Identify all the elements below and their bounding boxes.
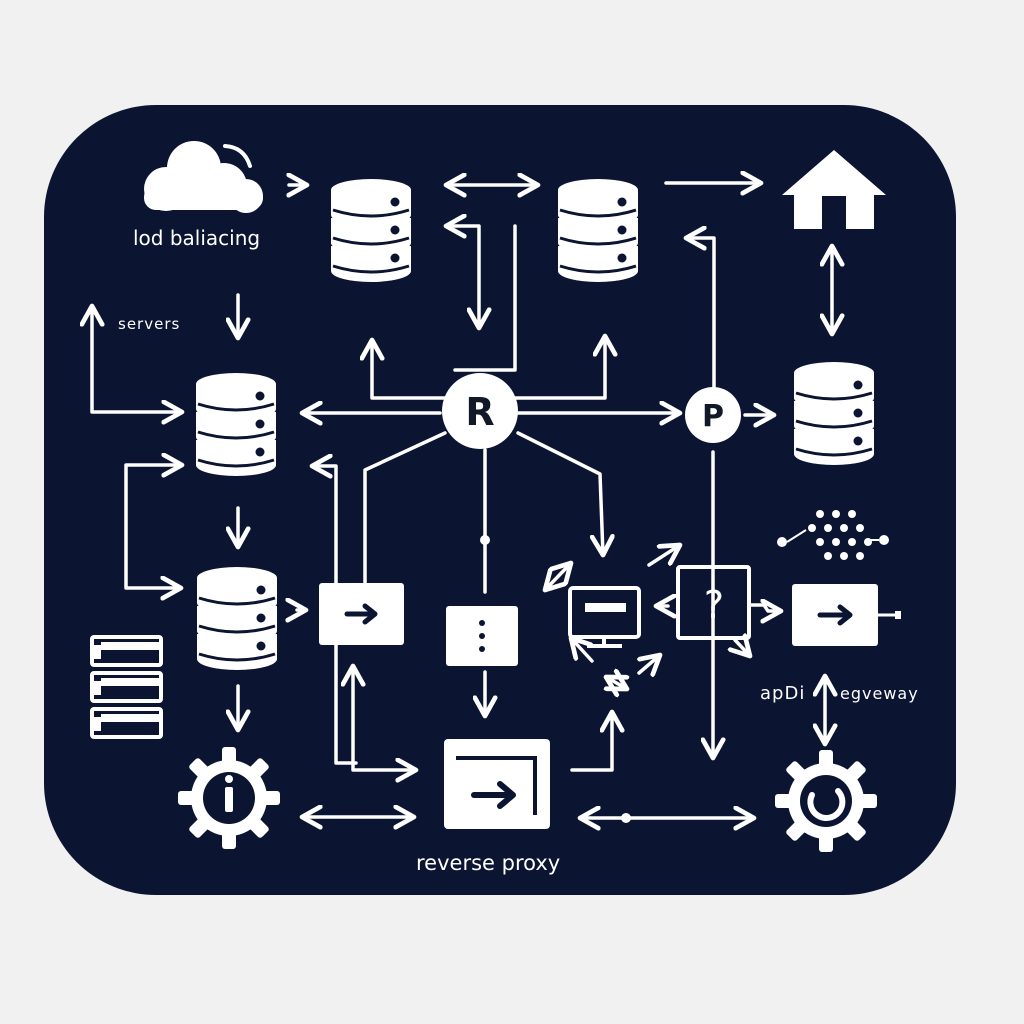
connector-dots xyxy=(480,535,631,823)
refresh-gear-icon xyxy=(775,750,877,852)
proxy-p-label: P xyxy=(702,399,724,434)
house-icon xyxy=(782,150,886,229)
api-label: apDi xyxy=(760,683,805,704)
diagram-connectors xyxy=(92,183,832,818)
gateway-label: egveway xyxy=(840,684,919,703)
database-top-left-icon xyxy=(329,177,413,284)
router-r-label: R xyxy=(465,390,494,434)
reverse-proxy-label: reverse proxy xyxy=(416,851,560,875)
proxy-p-node xyxy=(685,387,741,443)
database-top-middle-icon xyxy=(556,177,640,284)
dark-panel xyxy=(44,105,956,895)
dot-cluster-icon xyxy=(777,510,889,560)
database-right-icon xyxy=(792,360,876,467)
server-rack-icon xyxy=(90,635,163,739)
database-left-middle-icon xyxy=(194,371,278,478)
cloud-icon xyxy=(144,141,263,213)
servers-label: servers xyxy=(118,315,180,333)
database-left-lower-icon xyxy=(195,565,279,672)
info-gear-icon xyxy=(178,747,280,849)
router-r-node xyxy=(442,373,518,449)
load-balancing-label: lod baliacing xyxy=(133,226,260,250)
